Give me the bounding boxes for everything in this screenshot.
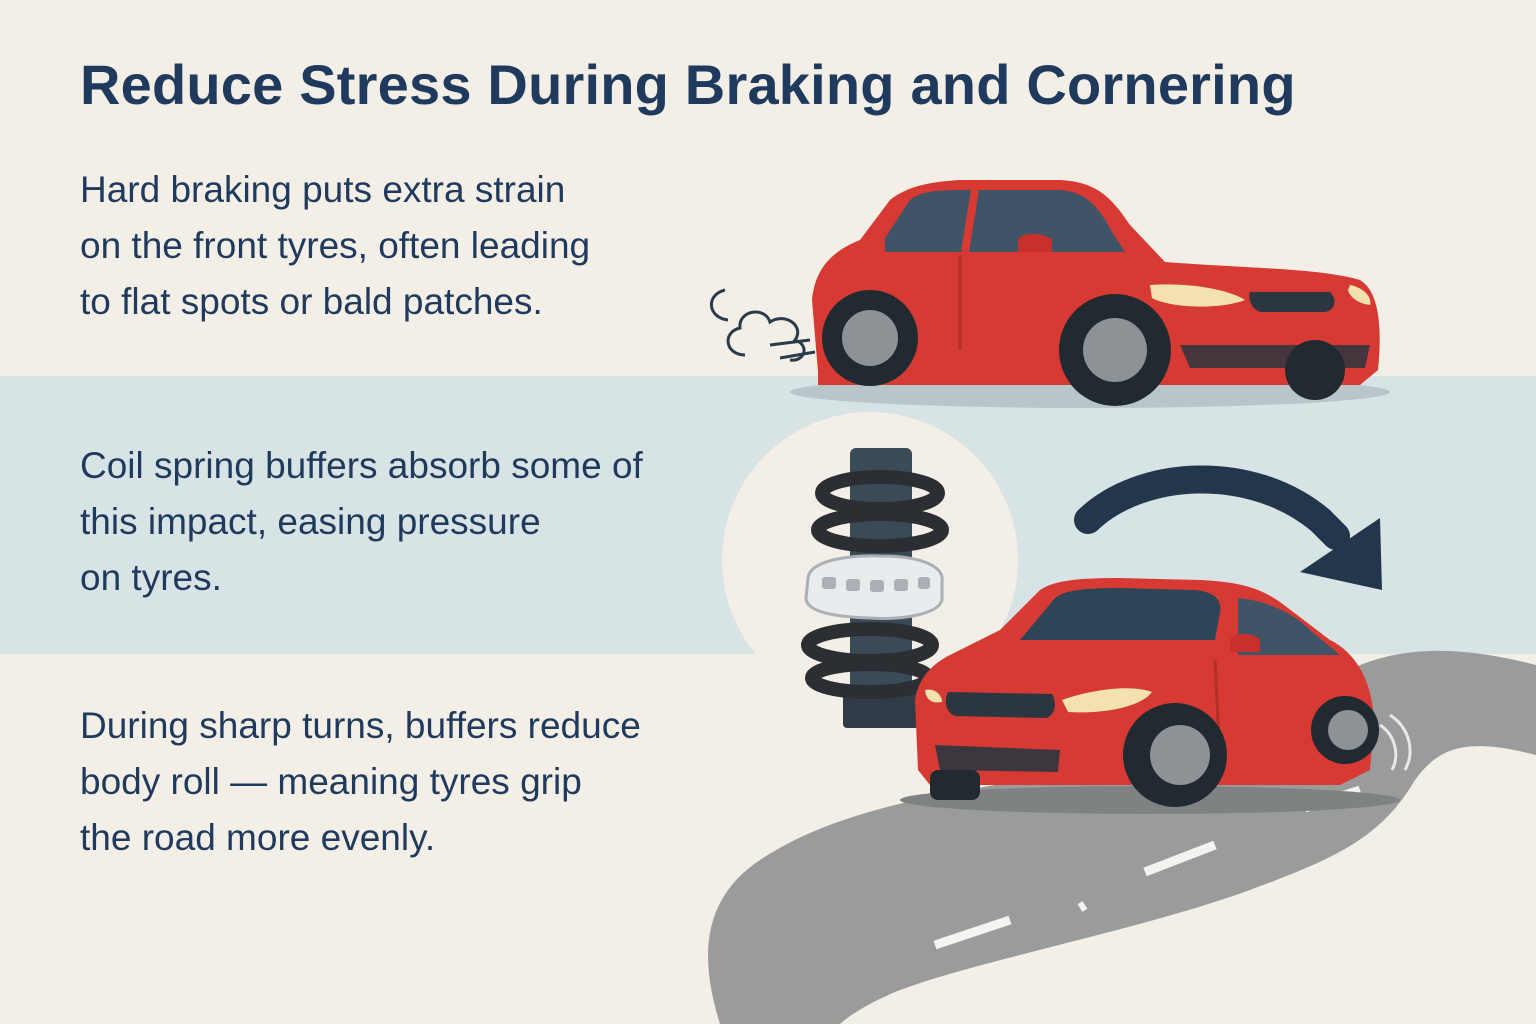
braking-car-icon bbox=[710, 180, 1390, 408]
cornering-text-line: body roll — meaning tyres grip bbox=[80, 761, 582, 802]
cornering-car-icon bbox=[900, 578, 1412, 814]
buffer-text-line: Coil spring buffers absorb some of bbox=[80, 445, 643, 486]
braking-text: Hard braking puts extra strain on the fr… bbox=[80, 162, 590, 330]
coil-spring-buffer-icon bbox=[801, 448, 949, 728]
cornering-text: During sharp turns, buffers reduce body … bbox=[80, 698, 641, 866]
motion-lines bbox=[1379, 713, 1412, 771]
cornering-text-line: the road more evenly. bbox=[80, 817, 436, 858]
turn-arrow-icon bbox=[1074, 465, 1382, 590]
braking-text-line: on the front tyres, often leading bbox=[80, 225, 591, 266]
dust-cloud-icon bbox=[710, 288, 816, 362]
braking-text-line: to flat spots or bald patches. bbox=[80, 281, 543, 322]
braking-text-line: Hard braking puts extra strain bbox=[80, 169, 566, 210]
buffer-text-line: on tyres. bbox=[80, 557, 222, 598]
lane-dash bbox=[1143, 840, 1217, 877]
lane-dash bbox=[1077, 901, 1088, 912]
buffer-text-line: this impact, easing pressure bbox=[80, 501, 541, 542]
buffer-insert bbox=[804, 554, 944, 620]
page-title: Reduce Stress During Braking and Corneri… bbox=[80, 53, 1296, 116]
cornering-text-line: During sharp turns, buffers reduce bbox=[80, 705, 641, 746]
lane-dash bbox=[933, 915, 1012, 950]
buffer-text: Coil spring buffers absorb some of this … bbox=[80, 438, 643, 606]
